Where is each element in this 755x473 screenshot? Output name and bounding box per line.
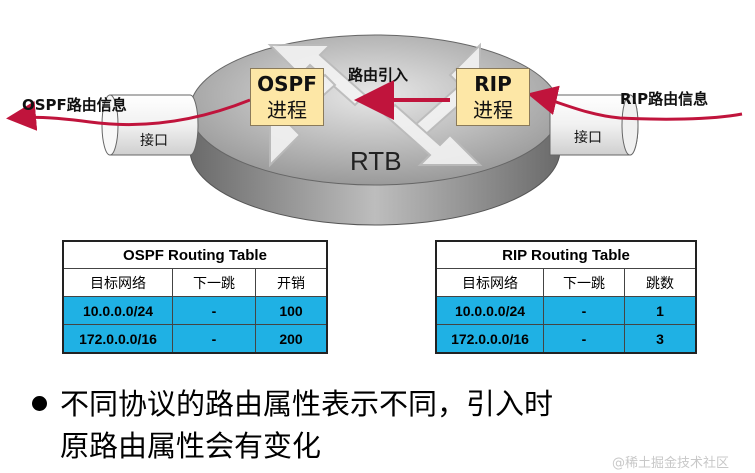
table-cell: 200 [255, 324, 328, 354]
router-diagram [6, 34, 743, 226]
watermark: @稀土掘金技术社区 [612, 456, 730, 471]
table-cell: 172.0.0.0/16 [62, 324, 173, 354]
table-cell: - [543, 324, 625, 354]
table-row: 10.0.0.0/24 - 100 [62, 296, 328, 325]
bullet-line-2: 原路由属性会有变化 [60, 429, 322, 463]
bullet-line-1: 不同协议的路由属性表示不同，引入时 [60, 387, 554, 421]
rip-inbound-arrow [527, 85, 743, 121]
table-header: 开销 [255, 268, 328, 297]
ospf-process-box: OSPF 进程 [250, 68, 324, 126]
import-label: 路由引入 [348, 66, 409, 84]
left-flow-label: OSPF路由信息 [22, 96, 127, 114]
ospf-outbound-arrow [6, 98, 251, 131]
ospf-process-subtitle: 进程 [267, 98, 307, 122]
table-cell: 3 [624, 324, 697, 354]
table-cell: - [543, 296, 625, 325]
table-cell: 1 [624, 296, 697, 325]
table-row: 172.0.0.0/16 - 200 [62, 324, 328, 354]
table-header: 跳数 [624, 268, 697, 297]
table-header: 目标网络 [435, 268, 544, 297]
table-row: 10.0.0.0/24 - 1 [435, 296, 697, 325]
rip-table-title: RIP Routing Table [435, 240, 697, 269]
table-cell: - [172, 324, 256, 354]
rip-process-box: RIP 进程 [456, 68, 530, 126]
table-row: 172.0.0.0/16 - 3 [435, 324, 697, 354]
table-cell: 172.0.0.0/16 [435, 324, 544, 354]
table-cell: 10.0.0.0/24 [435, 296, 544, 325]
table-cell: 100 [255, 296, 328, 325]
ospf-table-title: OSPF Routing Table [62, 240, 328, 269]
table-header: 下一跳 [172, 268, 256, 297]
router-name: RTB [350, 146, 402, 176]
table-header: 下一跳 [543, 268, 625, 297]
left-interface-label: 接口 [140, 133, 168, 149]
right-flow-label: RIP路由信息 [620, 90, 709, 108]
table-cell: - [172, 296, 256, 325]
rip-routing-table: RIP Routing Table 目标网络 下一跳 跳数 10.0.0.0/2… [435, 240, 697, 354]
ospf-process-title: OSPF [257, 72, 317, 96]
right-interface-icon [549, 94, 639, 156]
table-header: 目标网络 [62, 268, 173, 297]
right-interface-label: 接口 [574, 130, 602, 146]
rip-process-title: RIP [474, 72, 512, 96]
left-interface-icon [101, 94, 199, 156]
rip-process-subtitle: 进程 [473, 98, 513, 122]
table-cell: 10.0.0.0/24 [62, 296, 173, 325]
bullet-dot [32, 396, 47, 411]
ospf-routing-table: OSPF Routing Table 目标网络 下一跳 开销 10.0.0.0/… [62, 240, 328, 354]
